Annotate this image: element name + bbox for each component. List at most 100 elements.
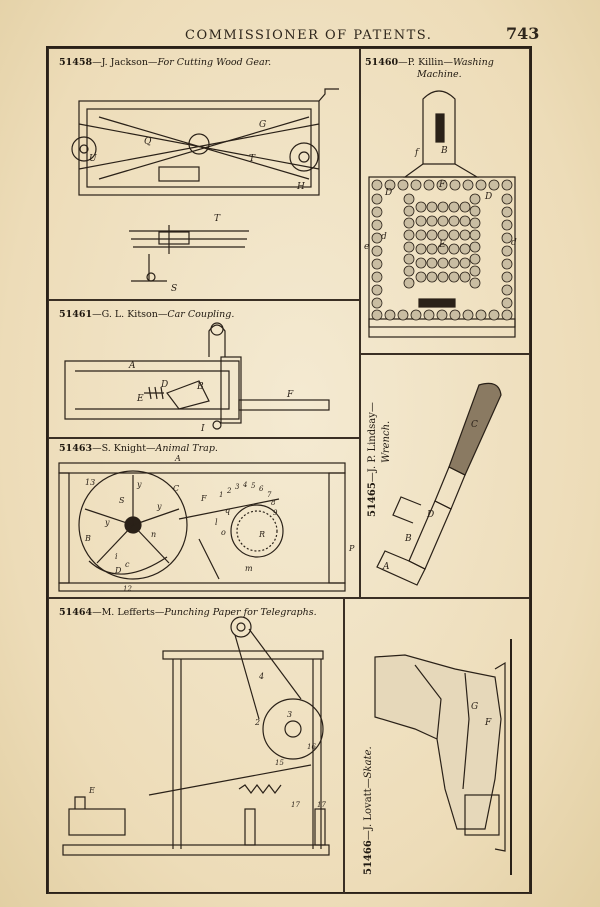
ball (469, 217, 481, 229)
ball (437, 229, 449, 241)
ball (371, 271, 383, 283)
label-5: 5 (251, 482, 256, 490)
label-B: B (404, 534, 412, 544)
ball (415, 257, 427, 269)
skate-drawing: G F (374, 639, 512, 875)
ball (437, 201, 449, 213)
ball (501, 232, 513, 244)
ball (410, 309, 422, 321)
figure-51466: 51466—J. Lovatt—Skate. G F (344, 598, 530, 894)
ball (426, 243, 438, 255)
ball (501, 245, 513, 257)
figure-51458: 51458—J. Jackson—For Cutting Wood Gear. … (48, 48, 360, 300)
ball (469, 265, 481, 277)
label-S: S (119, 496, 125, 505)
ball (459, 215, 471, 227)
washing-machine-drawing: B f F D D d d e E (364, 90, 517, 338)
ball (426, 201, 438, 213)
ball (403, 253, 415, 265)
figure-caption: 51460—P. Killin—Washing (365, 57, 494, 68)
ball (415, 215, 427, 227)
label-D: D (384, 188, 392, 198)
figure-caption: 51458—J. Jackson—For Cutting Wood Gear. (59, 57, 272, 68)
ball (415, 201, 427, 213)
ball (423, 179, 435, 191)
ball (371, 309, 383, 321)
ball (448, 215, 460, 227)
label-H: H (296, 182, 305, 192)
ball (469, 205, 481, 217)
ball (415, 229, 427, 241)
label-G: G (259, 120, 266, 130)
label-T2: T (214, 214, 221, 224)
animal-trap-drawing: A 13 y C S y F 1 2 3 4 5 6 7 8 9 q l o R… (58, 454, 355, 593)
label-8: 8 (271, 499, 276, 507)
figure-caption: 51461—G. L. Kitson—Car Coupling. (59, 309, 235, 320)
label-B: B (440, 146, 448, 156)
ball (449, 309, 461, 321)
label-D: D (114, 566, 122, 575)
label-2: 2 (254, 718, 260, 727)
label-l: l (215, 518, 218, 527)
label-16: 16 (307, 743, 316, 751)
figure-51463: 51463—S. Knight—Animal Trap. A 1 3 y (48, 438, 360, 598)
ball (448, 229, 460, 241)
label-F: F (484, 718, 492, 728)
figure-51465: 51465—J. P. Lindsay— Wrench. C D B A (360, 354, 530, 598)
ball (426, 229, 438, 241)
ball (501, 193, 513, 205)
page-number: 743 (506, 24, 540, 43)
ball (384, 179, 396, 191)
ball (371, 179, 383, 191)
figure-51464: 51464—M. Lefferts—Punching Paper for Tel… (48, 598, 344, 894)
ball (501, 219, 513, 231)
label-17b: 17 (317, 801, 326, 809)
label-f: f (414, 148, 420, 158)
ball (459, 257, 471, 269)
label-P: P (348, 544, 355, 553)
figure-51461: 51461—G. L. Kitson—Car Coupling. A D B E… (48, 300, 360, 438)
label-A: A (174, 454, 181, 463)
ball (469, 253, 481, 265)
label-3: 3 (235, 483, 240, 491)
label-A: A (382, 562, 390, 572)
label-n: n (151, 530, 156, 539)
wood-gear-cutter-drawing: G Q U T H T S (71, 88, 339, 294)
label-7: 7 (267, 491, 272, 499)
wrench-drawing: C D B A (376, 382, 502, 586)
ball (426, 215, 438, 227)
ball (475, 179, 487, 191)
ball (371, 258, 383, 270)
ball (501, 284, 513, 296)
label-y: y (136, 480, 142, 489)
ball (437, 257, 449, 269)
label-F: F (200, 494, 207, 503)
label-I: I (200, 424, 205, 434)
ball (501, 271, 513, 283)
label-e: e (364, 242, 369, 252)
ball (448, 271, 460, 283)
ball (410, 179, 422, 191)
label-d: d (381, 232, 387, 242)
label-9: 9 (273, 509, 278, 517)
label-15: 15 (275, 759, 284, 767)
label-E: E (136, 394, 144, 404)
ball (426, 271, 438, 283)
label-S: S (171, 284, 177, 294)
label-y2: y (156, 502, 162, 511)
label-U: U (89, 154, 97, 164)
ball (436, 179, 448, 191)
label-y3: y (104, 518, 110, 527)
figure-caption: 51464—M. Lefferts—Punching Paper for Tel… (59, 607, 317, 618)
ball (371, 219, 383, 231)
ball (397, 179, 409, 191)
ball (462, 179, 474, 191)
label-F: F (286, 390, 294, 400)
label-1: 1 (219, 491, 223, 499)
ball (371, 193, 383, 205)
figure-caption: 51463—S. Knight—Animal Trap. (59, 443, 218, 454)
label-4: 4 (242, 481, 247, 489)
ball (448, 243, 460, 255)
ball (437, 215, 449, 227)
ball (462, 309, 474, 321)
